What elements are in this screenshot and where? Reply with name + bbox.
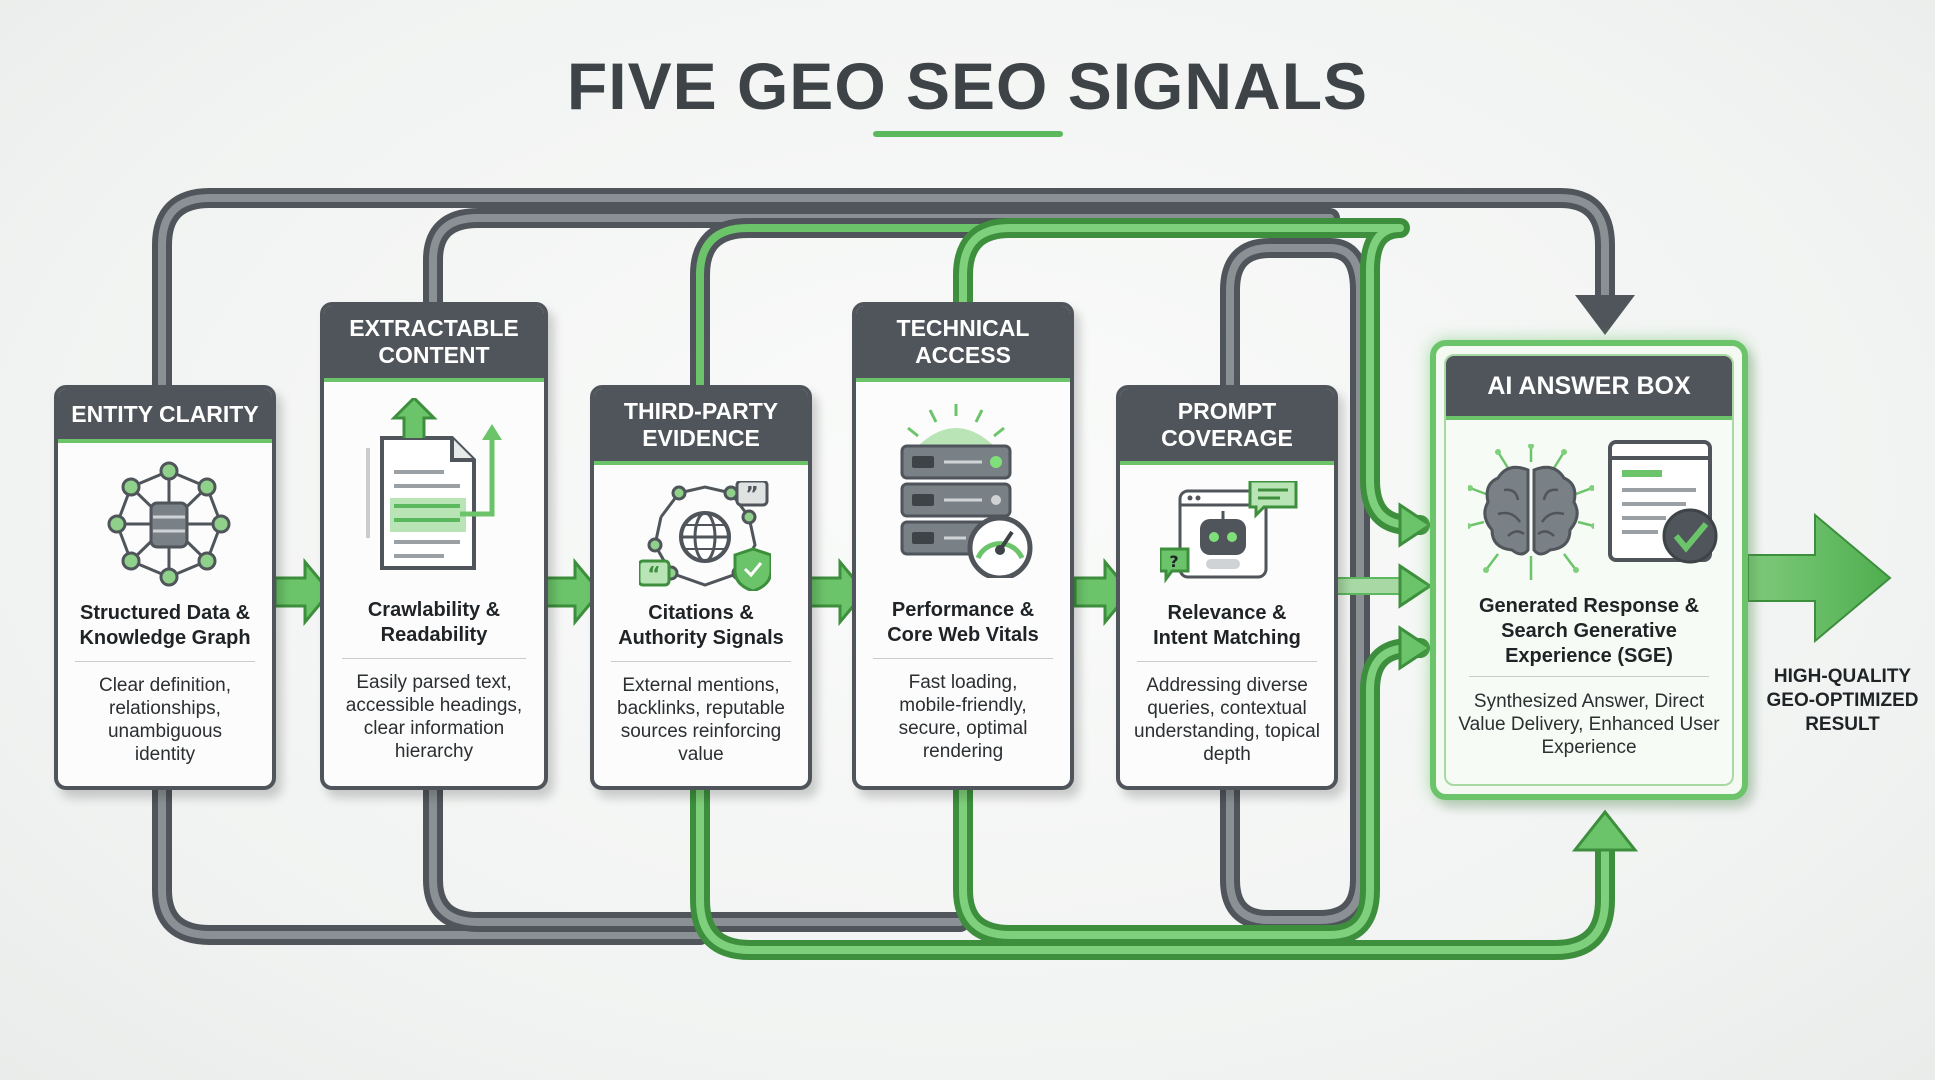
ai-answer-box-inner: AI ANSWER BOX — [1444, 354, 1734, 786]
arrowhead-up — [1571, 809, 1639, 852]
card-header: THIRD-PARTY EVIDENCE — [594, 389, 808, 465]
card-third-party-evidence: THIRD-PARTY EVIDENCE ” “ Citations & Aut… — [590, 385, 812, 790]
result-arrow — [1747, 512, 1892, 644]
green-loop-top-2-inner — [959, 224, 1424, 529]
svg-text:“: “ — [647, 562, 660, 586]
card-divider — [611, 661, 791, 662]
card-header: EXTRACTABLE CONTENT — [324, 306, 544, 382]
document-extract-icon — [364, 395, 514, 583]
card-divider — [75, 661, 255, 662]
green-loop-bottom-1-inner — [696, 786, 1609, 954]
arrowhead-down — [1575, 295, 1635, 335]
card-description: Clear definition, relationships, unambig… — [98, 675, 232, 765]
bottom-loop-1-inner — [158, 786, 704, 939]
top-loop-1-inner — [158, 194, 1609, 389]
ai-answer-box: AI ANSWER BOX — [1430, 340, 1748, 800]
result-label: HIGH-QUALITY GEO-OPTIMIZED RESULT — [1766, 666, 1919, 735]
arrowhead-right-bottom — [1398, 625, 1433, 671]
ai-answer-box-description: Synthesized Answer, Direct Value Deliver… — [1458, 691, 1720, 758]
document-check-icon — [1606, 438, 1726, 573]
card-subtitle: Performance & Core Web Vitals — [887, 599, 1039, 646]
server-speed-icon — [886, 398, 1046, 583]
card-entity-clarity: ENTITY CLARITY Structured Data & Knowled… — [54, 385, 276, 790]
ai-answer-box-subtitle: Generated Response & Search Generative E… — [1478, 595, 1700, 667]
green-loop-top-1-inner — [696, 224, 1384, 389]
bottom-loop-2-inner — [429, 786, 964, 926]
globe-citation-icon: ” “ — [637, 479, 773, 596]
card-subtitle: Structured Data & Knowledge Graph — [79, 602, 251, 649]
card-header: ENTITY CLARITY — [58, 389, 272, 443]
card-header: PROMPT COVERAGE — [1120, 389, 1334, 465]
card-divider — [873, 658, 1053, 659]
card-header: TECHNICAL ACCESS — [856, 306, 1070, 382]
card-technical-access: TECHNICAL ACCESS Performance & Core Web … — [852, 302, 1074, 790]
database-network-icon — [103, 459, 235, 594]
card-subtitle: Relevance & Intent Matching — [1153, 602, 1301, 649]
svg-text:”: ” — [745, 482, 758, 506]
card-arrow-2 — [543, 557, 602, 627]
card-divider — [1468, 676, 1710, 677]
card-subtitle: Citations & Authority Signals — [618, 602, 784, 649]
title-underline — [873, 131, 1063, 137]
card-arrow-1 — [273, 557, 332, 627]
top-loop-2-inner — [429, 214, 1334, 309]
card-prompt-coverage: PROMPT COVERAGE ? Relevance & Intent Mat… — [1116, 385, 1338, 790]
page-title: FIVE GEO SEO SIGNALS — [566, 49, 1369, 123]
chatbot-icon: ? — [1158, 479, 1300, 596]
brain-icon — [1465, 443, 1597, 589]
card-divider — [341, 658, 527, 659]
card-description: Fast loading, mobile-friendly, secure, o… — [898, 672, 1028, 762]
green-loop-bottom-2-inner — [959, 644, 1424, 939]
card-description: External mentions, backlinks, reputable … — [617, 675, 785, 765]
ai-answer-box-header: AI ANSWER BOX — [1446, 356, 1732, 420]
card-subtitle: Crawlability & Readability — [367, 599, 501, 646]
card-extractable-content: EXTRACTABLE CONTENT Crawlability & Reada… — [320, 302, 548, 790]
card-description: Addressing diverse queries, contextual u… — [1134, 675, 1320, 765]
arrowhead-right-top — [1398, 502, 1433, 548]
card-divider — [1137, 661, 1317, 662]
svg-text:?: ? — [1169, 552, 1178, 571]
arrowhead-right-mid — [1398, 563, 1433, 609]
card-description: Easily parsed text, accessible headings,… — [345, 672, 523, 762]
